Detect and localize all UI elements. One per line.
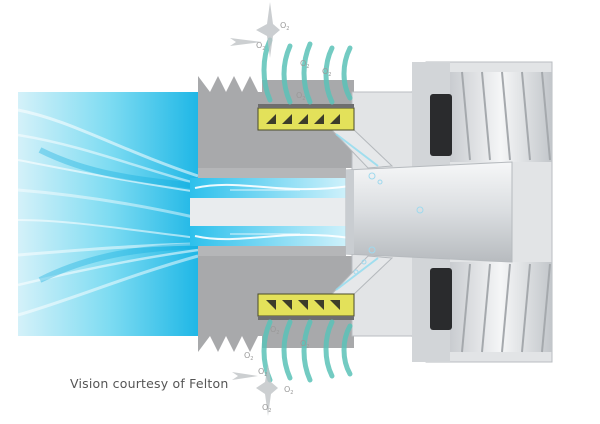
- air-bubbles: [353, 172, 424, 275]
- air-inlet-arc-icon: [301, 41, 313, 105]
- screen-ring-bottom: [257, 293, 355, 320]
- oxygen-molecule-icon: O2: [262, 403, 271, 414]
- inner-threads-bottom: [461, 263, 551, 353]
- air-inlet-arc-icon: [323, 319, 335, 379]
- oxygen-molecule-icon: O2: [258, 367, 267, 378]
- oxygen-molecule-icon: O2: [284, 385, 293, 396]
- water-jets: [190, 178, 351, 246]
- water-outflow: [17, 92, 199, 336]
- oxygen-molecule-icon: O2: [280, 21, 289, 32]
- air-inlet-arc-icon: [341, 45, 353, 101]
- oxygen-molecule-icon: O2: [322, 67, 331, 78]
- oxygen-molecule-icon: O2: [300, 59, 309, 70]
- screen-ring-top: [257, 104, 355, 131]
- seal-bottom: [430, 268, 452, 330]
- oxygen-molecule-icon: O2: [300, 339, 309, 350]
- air-inlet-arc-icon: [341, 323, 353, 377]
- seal-top: [430, 94, 452, 156]
- oxygen-molecule-icon: O2: [256, 41, 265, 52]
- air-inlet-arc-icon: [281, 43, 293, 105]
- oxygen-molecule-icon: O2: [244, 351, 253, 362]
- sparkle-icon: [230, 2, 280, 416]
- oxygen-molecule-icon: O2: [296, 91, 305, 102]
- air-inlet-arc-icon: [301, 319, 313, 383]
- inner-threads-top: [461, 71, 551, 161]
- oxygen-molecule-icon: O2: [270, 325, 279, 336]
- image-credit-caption: Vision courtesy of Felton: [70, 376, 229, 391]
- air-inlet-arc-icon: [281, 319, 293, 381]
- air-direction-triangle-icon: [266, 114, 340, 124]
- air-direction-triangle-icon: [266, 300, 340, 310]
- coupling-nut: [345, 61, 553, 363]
- air-inlet-arc-icon: [323, 45, 335, 105]
- oxygen-molecules: O2 O2 O2 O2 O2 O2 O2 O2 O2 O2 O2: [244, 21, 331, 414]
